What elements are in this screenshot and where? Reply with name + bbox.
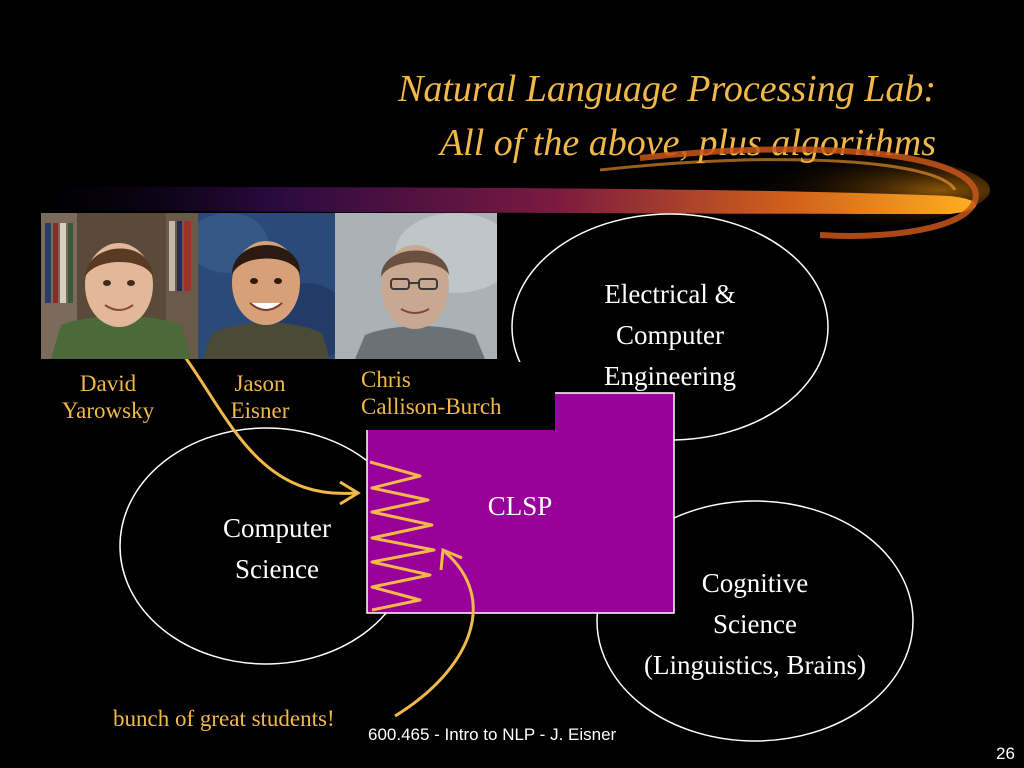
arrow-students-head [439, 547, 463, 571]
arrow-students [394, 550, 475, 718]
label-cogsci-line2: Science [713, 609, 797, 639]
photo-yarowsky [41, 213, 198, 359]
name-yarowsky-first: David [79, 371, 137, 396]
name-callison-burch: Chris Callison-Burch [361, 366, 502, 420]
cogsci-ellipse [596, 500, 914, 742]
label-clsp: CLSP [487, 491, 553, 521]
label-cogsci-line1: Cognitive [701, 568, 809, 598]
arrow-eisner-to-clsp [183, 356, 356, 495]
label-cs-line2: Science [235, 554, 319, 584]
photo-eisner [198, 213, 335, 359]
page-number: 26 [996, 744, 1015, 763]
label-cs-line1: Computer [223, 513, 331, 543]
footer-course: 600.465 - Intro to NLP - J. Eisner [368, 725, 617, 744]
name-yarowsky: David Yarowsky [52, 370, 164, 424]
arrow-eisner-head [339, 480, 361, 506]
name-eisner-last: Eisner [230, 398, 290, 423]
students-zigzag [369, 460, 436, 612]
name-callison-burch-last: Callison-Burch [361, 394, 502, 419]
label-cogsci: Cognitive Science (Linguistics, Brains) [605, 563, 905, 686]
label-cogsci-line3: (Linguistics, Brains) [644, 650, 866, 680]
name-backing [355, 362, 555, 430]
photo-callison-burch [335, 213, 497, 359]
name-eisner: Jason Eisner [218, 370, 302, 424]
name-eisner-first: Jason [234, 371, 286, 396]
students-note: bunch of great students! [113, 706, 335, 731]
label-ece-line1: Electrical & [604, 279, 736, 309]
label-ece: Electrical & Computer Engineering [570, 274, 770, 397]
label-cs: Computer Science [197, 508, 357, 590]
label-ece-line3: Engineering [604, 361, 736, 391]
name-callison-burch-first: Chris [361, 367, 411, 392]
name-yarowsky-last: Yarowsky [61, 398, 155, 423]
decorative-swoosh [40, 146, 990, 239]
slide-title-line1: Natural Language Processing Lab: [398, 68, 936, 110]
label-ece-line2: Computer [616, 320, 724, 350]
